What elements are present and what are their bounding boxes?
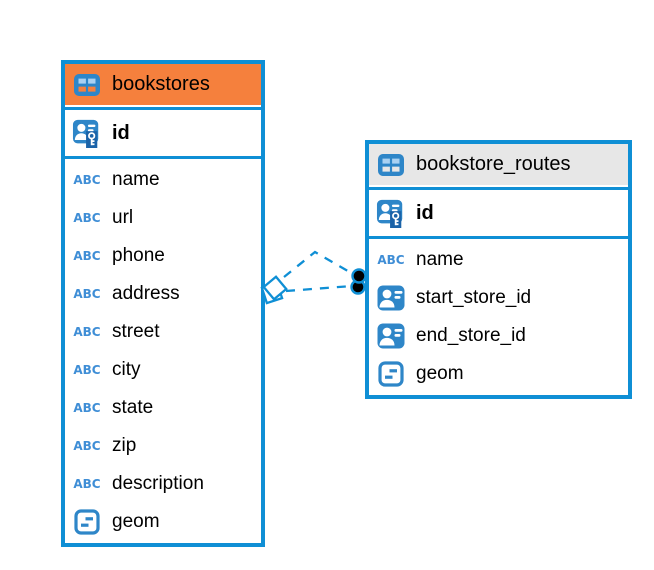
relationship-line[interactable] <box>285 284 353 293</box>
text-type-icon: ABC <box>73 477 101 491</box>
geometry-type-icon <box>375 361 407 387</box>
text-type-icon: ABC <box>73 287 101 301</box>
text-type-icon: ABC <box>73 439 101 453</box>
column-row-street[interactable]: ABC street <box>65 313 261 351</box>
column-row-start-store-id[interactable]: start_store_id <box>369 279 628 317</box>
column-row-name[interactable]: ABC name <box>369 241 628 279</box>
pk-separator <box>65 156 261 159</box>
column-row-city[interactable]: ABC city <box>65 351 261 389</box>
column-row-url[interactable]: ABC url <box>65 199 261 237</box>
column-name: city <box>112 359 141 380</box>
foreign-key-icon <box>375 323 407 349</box>
column-row-state[interactable]: ABC state <box>65 389 261 427</box>
column-name: description <box>112 473 204 494</box>
table-bookstores[interactable]: bookstores id ABC name ABC url ABC phone… <box>61 60 265 547</box>
column-name: state <box>112 397 154 418</box>
column-row-end-store-id[interactable]: end_store_id <box>369 317 628 355</box>
text-type-icon: ABC <box>73 249 101 263</box>
column-row-zip[interactable]: ABC zip <box>65 427 261 465</box>
column-name: zip <box>112 435 137 456</box>
column-name: phone <box>112 245 165 266</box>
column-row-geom[interactable]: geom <box>369 355 628 393</box>
text-type-icon: ABC <box>73 211 101 225</box>
column-name: end_store_id <box>416 325 526 346</box>
header-separator <box>65 107 261 110</box>
table-icon <box>375 154 407 176</box>
table-title: bookstore_routes <box>416 153 571 175</box>
relationship-diamond-marker <box>262 275 288 301</box>
column-row-name[interactable]: ABC name <box>65 161 261 199</box>
column-row-phone[interactable]: ABC phone <box>65 237 261 275</box>
column-name: geom <box>416 363 464 384</box>
column-name: street <box>112 321 160 342</box>
text-type-icon: ABC <box>73 363 101 377</box>
column-name: start_store_id <box>416 287 532 308</box>
column-row-description[interactable]: ABC description <box>65 465 261 503</box>
column-name: name <box>416 249 464 270</box>
text-type-icon: ABC <box>377 253 405 267</box>
table-header-bookstores[interactable]: bookstores <box>65 64 261 105</box>
text-type-icon: ABC <box>73 401 101 415</box>
geometry-type-icon <box>71 509 103 535</box>
table-title: bookstores <box>112 73 210 95</box>
column-row-address[interactable]: ABC address <box>65 275 261 313</box>
column-name: id <box>416 201 434 224</box>
text-type-icon: ABC <box>73 173 101 187</box>
column-name: address <box>112 283 180 304</box>
column-row-geom[interactable]: geom <box>65 503 261 541</box>
column-name: name <box>112 169 160 190</box>
column-row-id[interactable]: id <box>369 192 628 234</box>
column-name: geom <box>112 511 160 532</box>
text-type-icon: ABC <box>73 325 101 339</box>
relationship-line[interactable] <box>283 250 354 278</box>
relationship-dot-marker <box>351 268 367 284</box>
pk-separator <box>369 236 628 239</box>
column-row-id[interactable]: id <box>65 112 261 154</box>
table-header-bookstore-routes[interactable]: bookstore_routes <box>369 144 628 185</box>
primary-key-icon <box>375 199 407 228</box>
header-separator <box>369 187 628 190</box>
primary-key-icon <box>71 119 103 148</box>
column-name: url <box>112 207 134 228</box>
table-icon <box>71 74 103 96</box>
column-name: id <box>112 121 130 144</box>
table-bookstore-routes[interactable]: bookstore_routes id ABC name start_store… <box>365 140 632 399</box>
relationship-connector[interactable] <box>253 238 383 316</box>
